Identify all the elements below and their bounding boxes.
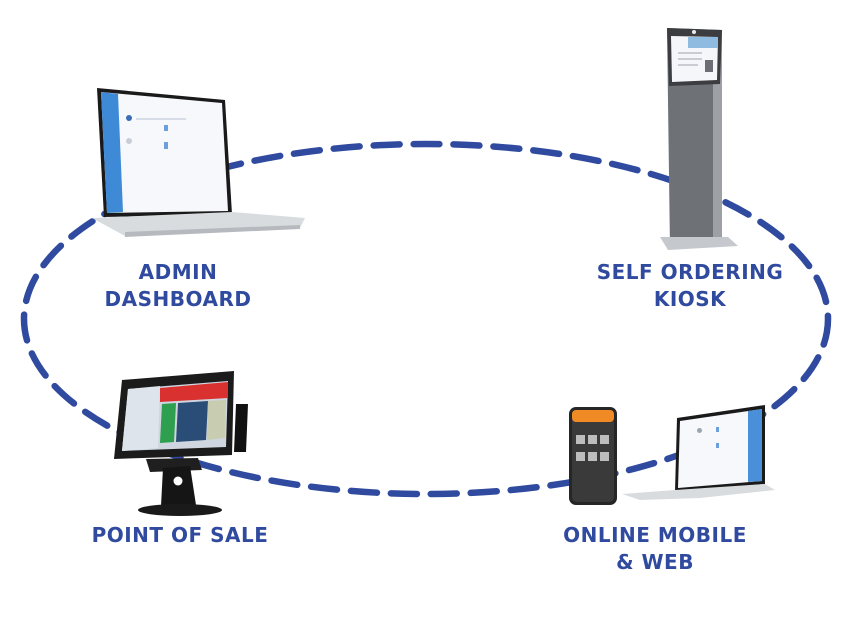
label-line: POINT OF SALE — [91, 523, 269, 547]
label-admin-dashboard: ADMIN DASHBOARD — [88, 259, 268, 313]
cycle-connector — [20, 140, 832, 498]
label-self-ordering-kiosk: SELF ORDERING KIOSK — [575, 259, 805, 313]
label-line: ADMIN — [138, 260, 218, 284]
mobile-phone-icon — [569, 407, 617, 505]
web-laptop-icon — [622, 405, 775, 500]
label-line: ONLINE MOBILE — [563, 523, 747, 547]
label-line: KIOSK — [653, 287, 727, 311]
label-line: & WEB — [616, 550, 694, 574]
label-online-mobile-web: ONLINE MOBILE & WEB — [540, 522, 770, 576]
admin-laptop-icon — [92, 88, 305, 237]
label-line: SELF ORDERING — [596, 260, 784, 284]
label-line: DASHBOARD — [104, 287, 252, 311]
kiosk-icon — [660, 28, 738, 250]
label-point-of-sale: POINT OF SALE — [70, 522, 290, 549]
pos-terminal-icon — [114, 371, 248, 516]
